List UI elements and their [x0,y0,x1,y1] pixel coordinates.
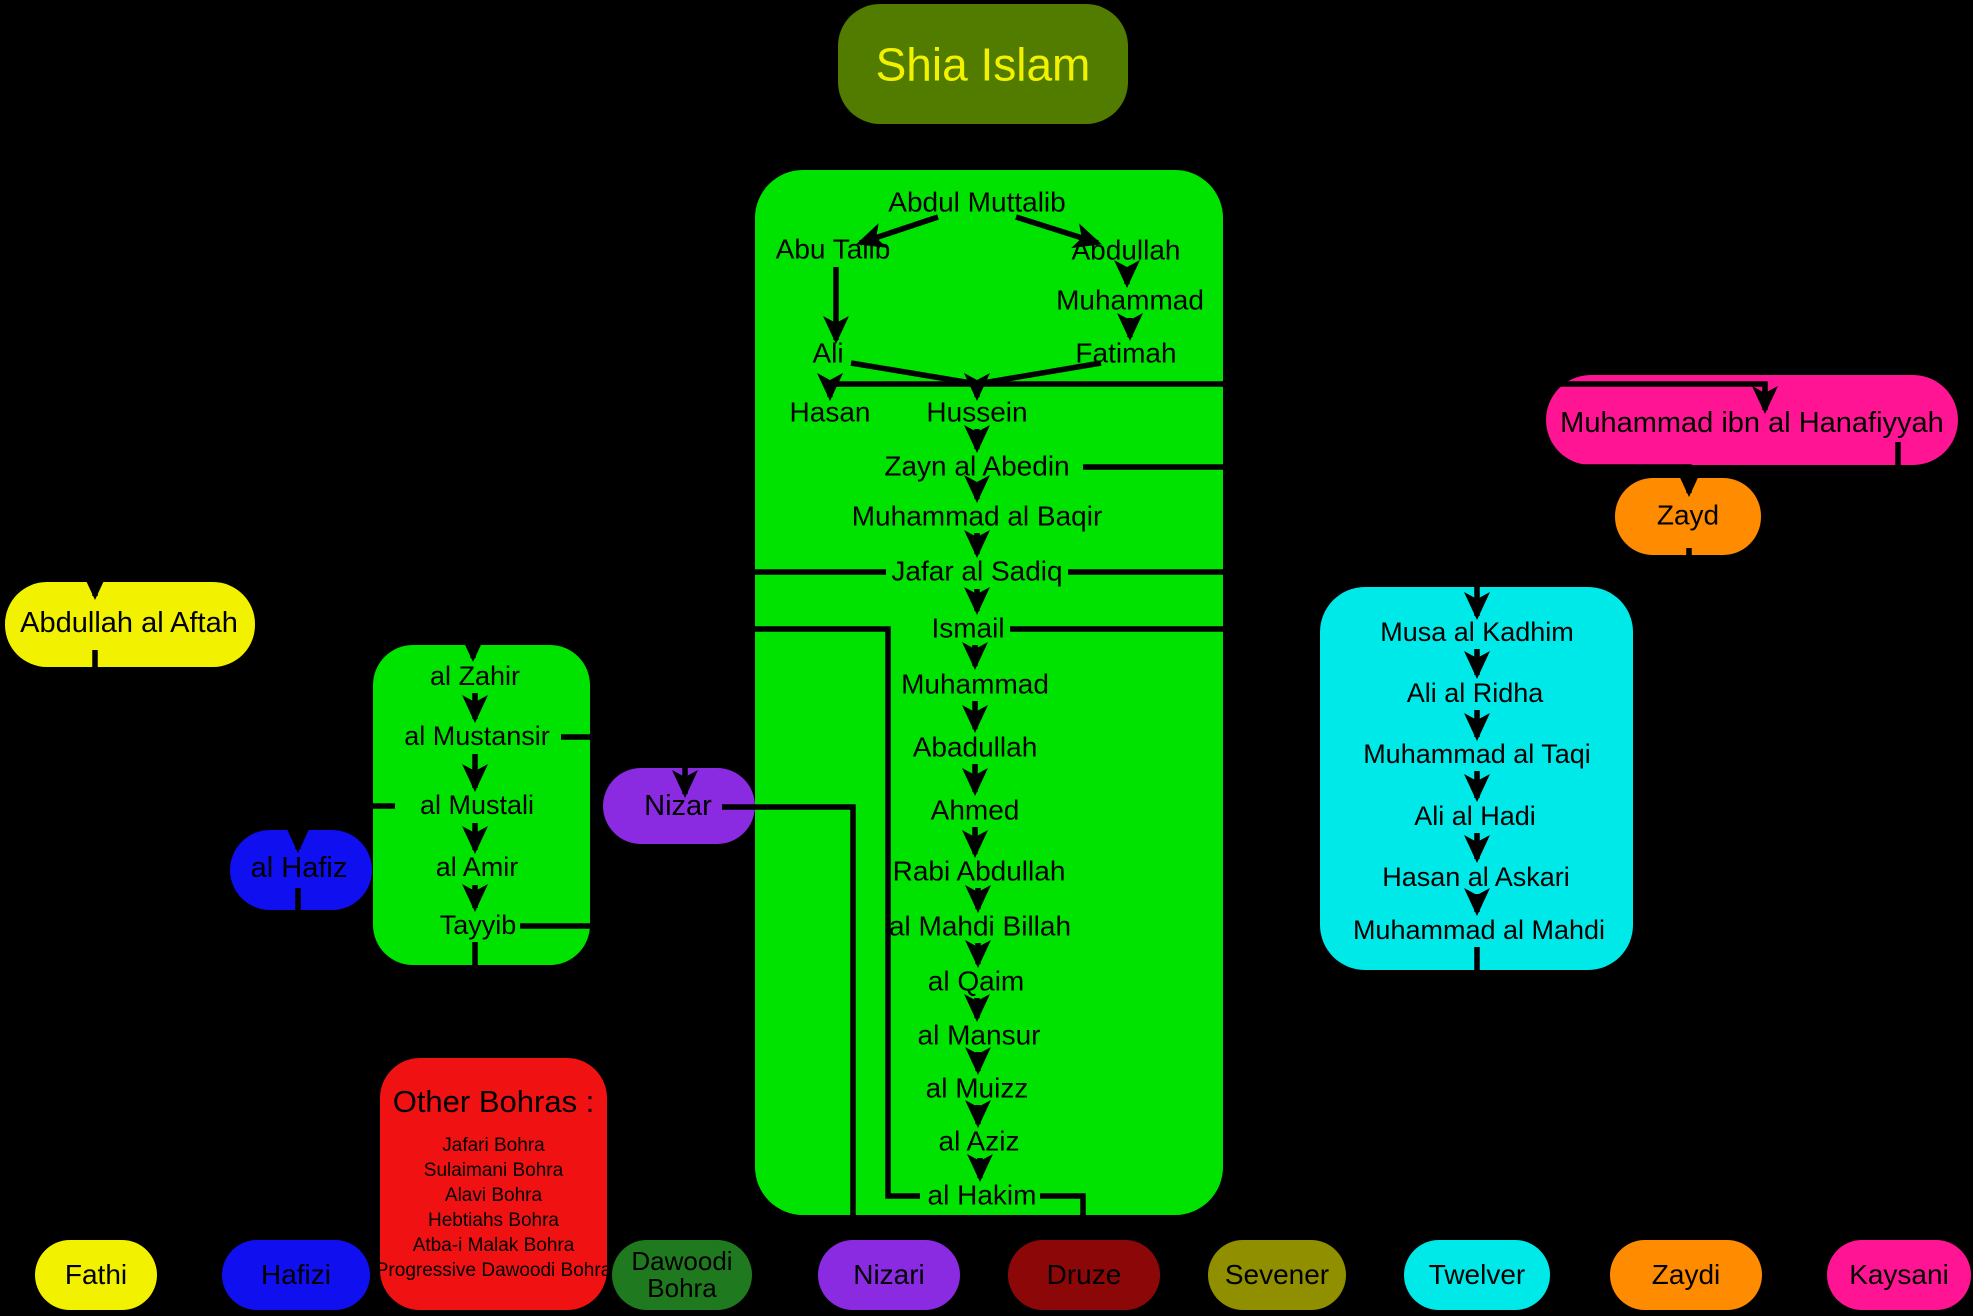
sect-sevener: Sevener [1208,1240,1346,1310]
node-muhammad-al-mahdi: Muhammad al Mahdi [1352,915,1606,946]
sect-hafizi-label: Hafizi [260,1259,331,1291]
node-zayd: Zayd [1656,499,1720,531]
node-abdullah-al-aftah: Abdullah al Aftah [20,607,238,640]
node-muhammad-ibn-al-hanafiyyah: Muhammad ibn al Hanafiyyah [1560,407,1944,440]
node-hasan-al-askari: Hasan al Askari [1382,862,1570,893]
shia-islam-title-box [838,4,1128,124]
node-abdul-muttalib: Abdul Muttalib [888,186,1066,218]
page-title: Shia Islam [875,38,1091,91]
sect-kaysani: Kaysani [1827,1240,1971,1310]
other-bohras-title: Other Bohras : [392,1084,595,1119]
sect-fathi-label: Fathi [64,1259,128,1291]
bohra-item-atba-i-malak: Atba-i Malak Bohra [412,1235,575,1256]
sect-twelver-label: Twelver [1428,1259,1526,1291]
node-al-muizz: al Muizz [925,1072,1029,1104]
node-muhammad-al-taqi: Muhammad al Taqi [1363,739,1591,770]
node-zayn-al-abedin: Zayn al Abedin [884,450,1070,482]
node-al-amir: al Amir [435,852,519,883]
sect-dawoodi-bohra: Dawoodi Bohra [612,1240,752,1310]
node-al-mahdi-billah: al Mahdi Billah [888,910,1072,942]
node-hasan: Hasan [789,396,871,428]
node-al-mustansir: al Mustansir [404,721,550,752]
node-ali-al-hadi: Ali al Hadi [1414,801,1536,832]
node-al-hafiz: al Hafiz [250,852,348,885]
abdullah-al-aftah-box [5,582,255,667]
node-hussein: Hussein [926,396,1028,428]
node-al-mustali: al Mustali [419,790,535,821]
node-abu-talib: Abu Talib [775,233,891,265]
sect-hafizi: Hafizi [222,1240,370,1310]
node-al-zahir: al Zahir [429,661,521,692]
node-al-hakim: al Hakim [927,1179,1037,1211]
sect-druze-label: Druze [1046,1259,1122,1291]
node-rabi-abdullah: Rabi Abdullah [892,855,1066,887]
node-al-mansur: al Mansur [917,1019,1041,1051]
sect-zaydi: Zaydi [1610,1240,1762,1310]
sect-fathi: Fathi [35,1240,157,1310]
sect-nizari: Nizari [818,1240,960,1310]
node-nizar: Nizar [644,790,712,823]
sect-nizari-label: Nizari [853,1259,925,1291]
node-abdullah: Abdullah [1071,234,1181,266]
other-bohras-box: Other Bohras : Jafari Bohra Sulaimani Bo… [376,1058,611,1310]
node-fatimah: Fatimah [1075,337,1177,369]
node-al-aziz: al Aziz [938,1125,1020,1157]
sect-zaydi-label: Zaydi [1651,1259,1721,1291]
node-tayyib: Tayyib [439,910,517,941]
node-muhammad: Muhammad [1056,284,1204,316]
node-ali-al-ridha: Ali al Ridha [1406,678,1544,709]
node-ismail: Ismail [931,612,1005,644]
sect-twelver: Twelver [1404,1240,1550,1310]
sect-dawoodi-bohra-label: Dawoodi Bohra [631,1245,733,1303]
node-musa-al-kadhim: Musa al Kadhim [1380,617,1574,648]
sect-druze: Druze [1008,1240,1160,1310]
node-abadullah: Abadullah [912,731,1038,763]
bohra-item-jafari: Jafari Bohra [442,1135,545,1156]
node-jafar-al-sadiq: Jafar al Sadiq [891,555,1063,587]
node-ahmed: Ahmed [930,794,1020,826]
node-ali: Ali [812,337,844,369]
bohra-item-hebtiahs: Hebtiahs Bohra [428,1210,559,1231]
sect-sevener-label: Sevener [1224,1259,1330,1291]
node-muhammad-ii: Muhammad [901,668,1049,700]
sect-kaysani-label: Kaysani [1849,1259,1949,1291]
bohra-item-progressive-dawoodi: Progressive Dawoodi Bohra [375,1260,612,1281]
node-muhammad-al-baqir: Muhammad al Baqir [851,500,1103,532]
bohra-item-alavi: Alavi Bohra [444,1185,543,1206]
bohra-item-sulaimani: Sulaimani Bohra [423,1160,564,1181]
node-al-qaim: al Qaim [927,965,1025,997]
